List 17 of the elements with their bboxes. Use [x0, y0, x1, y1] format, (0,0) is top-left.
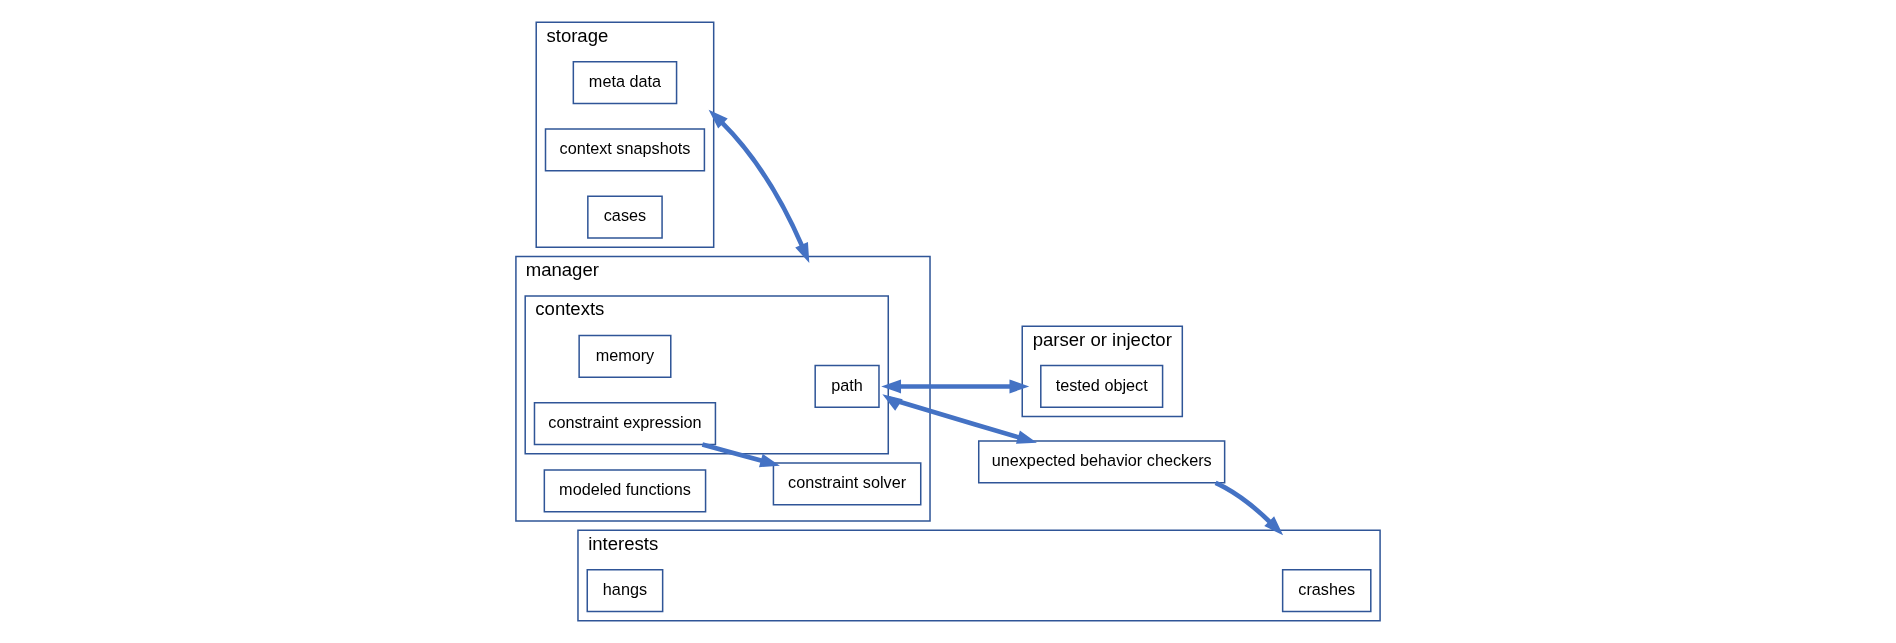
node-box: crashes [1281, 568, 1372, 613]
node-box: unexpected behavior checkers [978, 440, 1226, 484]
node-box: constraint solver [772, 462, 922, 506]
node-box: tested object [1040, 364, 1164, 409]
arrow [1214, 480, 1284, 536]
arrow [882, 394, 1037, 444]
node-box: hangs [586, 568, 664, 613]
node-box: modeled functions [543, 469, 707, 513]
node-box: constraint expression [533, 401, 717, 446]
node-box: path [814, 364, 880, 409]
node-box: memory [578, 334, 672, 378]
arrow [701, 442, 780, 468]
node-box: context snapshots [544, 128, 706, 172]
node-box: cases [587, 195, 663, 239]
arrow [881, 379, 1030, 394]
node-box: meta data [572, 60, 678, 105]
arrow [708, 109, 810, 263]
